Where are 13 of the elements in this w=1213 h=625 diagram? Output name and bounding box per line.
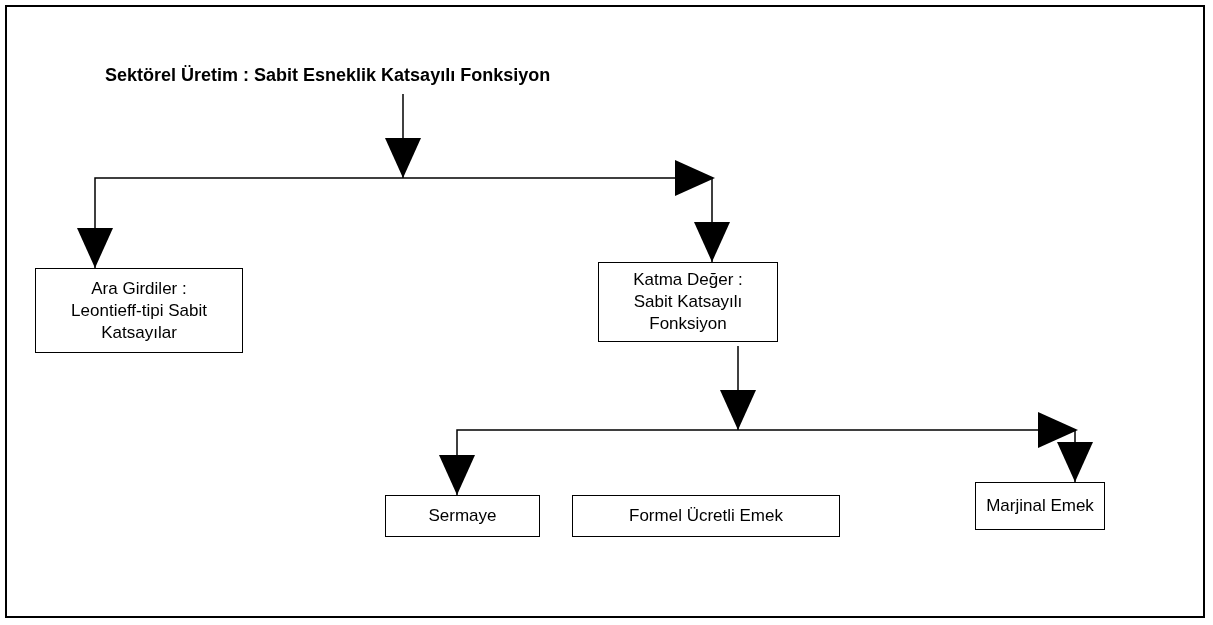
process-box — [385, 495, 540, 537]
heading-text: Sektörel Üretim : Sabit Esneklik Katsayılı Fonksiyon — [105, 60, 745, 90]
process-box — [572, 495, 840, 537]
process-box — [975, 482, 1105, 530]
box-label: Ara Girdiler : Leontieff-tipi Sabit Katsayılar — [70, 277, 208, 344]
process-box — [598, 262, 778, 342]
arrow — [720, 345, 756, 431]
box-label: Katma Değer : Sabit Katsayılı Fonksiyon — [632, 269, 744, 335]
box-label: Formel Ücretli Emek — [629, 505, 783, 527]
box-label: Marjinal Emek — [986, 495, 1094, 517]
arrow — [385, 93, 421, 179]
process-box — [35, 268, 243, 353]
box-label: Sermaye — [428, 505, 497, 527]
